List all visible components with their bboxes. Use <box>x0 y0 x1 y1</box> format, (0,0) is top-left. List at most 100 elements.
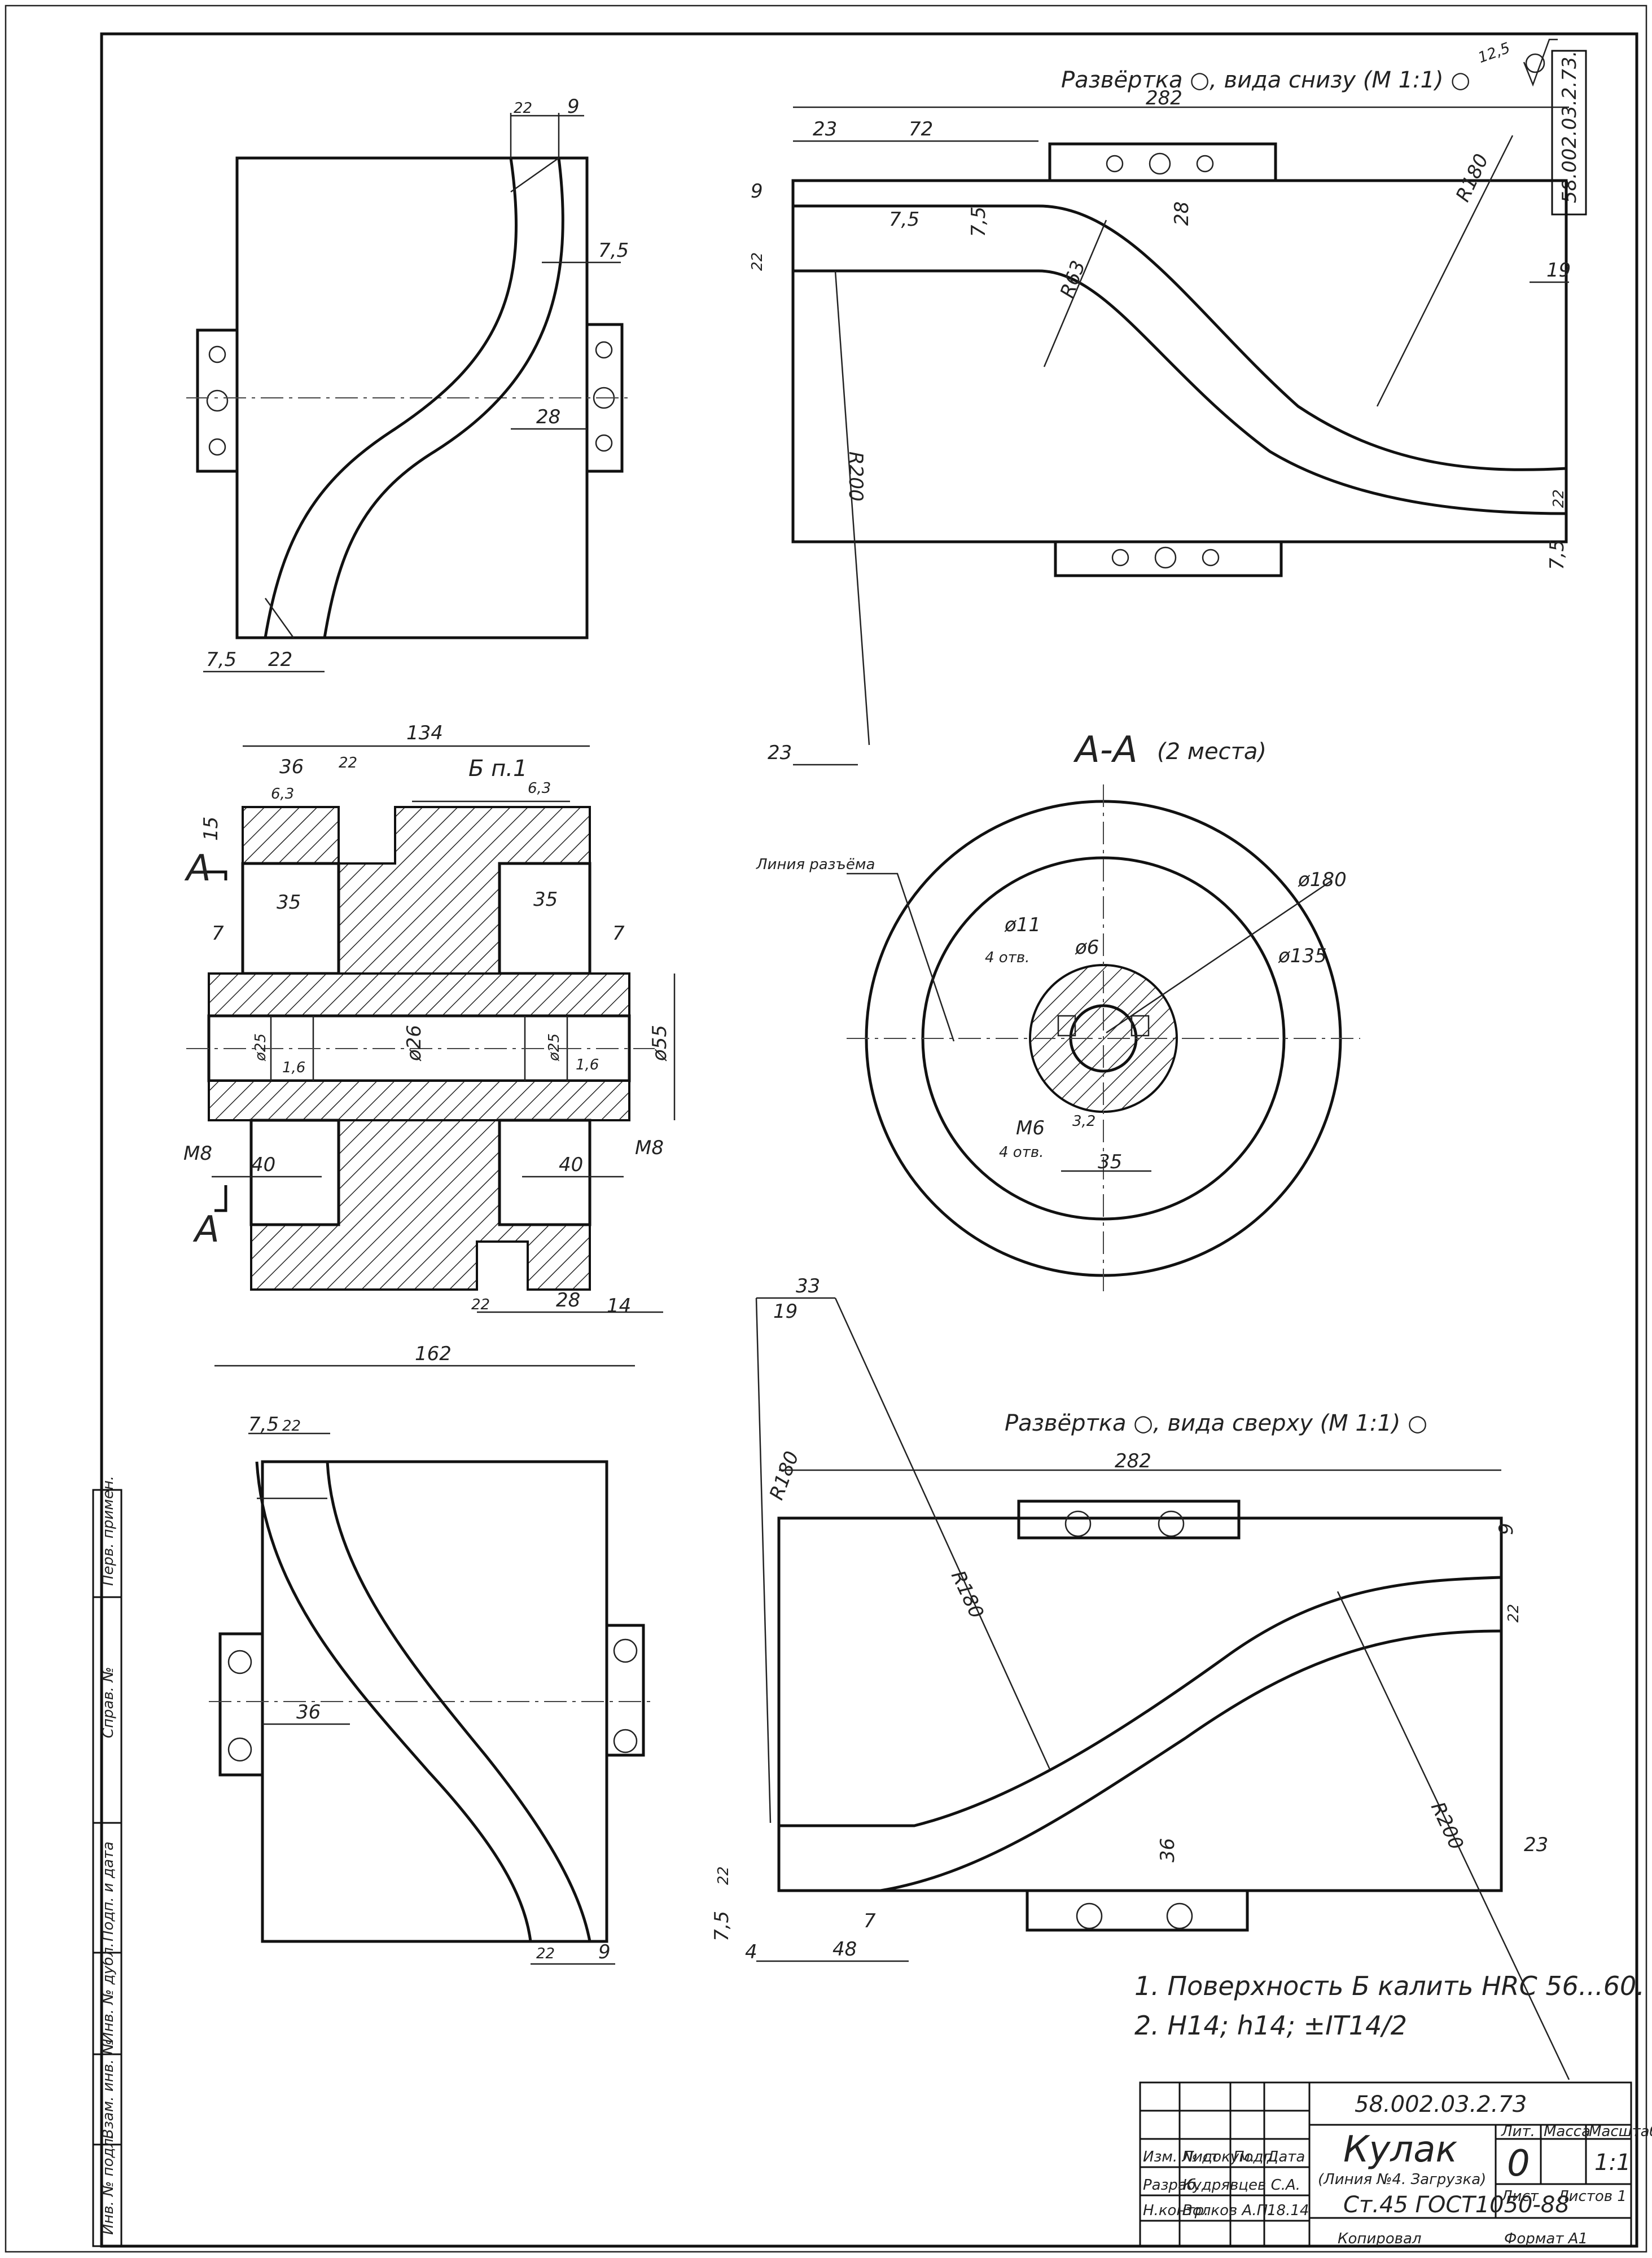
dim-15: 15 <box>200 817 222 841</box>
dim-282-bottom: 282 <box>1115 1450 1151 1472</box>
dim-4: 4 <box>745 1941 757 1963</box>
tb-scale: 1:1 <box>1594 2150 1631 2176</box>
title-name: Кулак <box>1343 2129 1457 2171</box>
tb-razrab: Разраб. <box>1143 2177 1200 2194</box>
dim-9-b-bottom: 9 <box>598 1941 611 1963</box>
tb-sheet: Лист <box>1501 2188 1539 2205</box>
dim-phi11: ø11 <box>1004 914 1041 936</box>
dim-28-unfold: 28 <box>1171 201 1193 226</box>
dim-9-right-b: 9 <box>1495 1523 1518 1535</box>
dim-33: 33 <box>796 1275 820 1297</box>
dim-134: 134 <box>406 722 443 744</box>
dim-19-right: 19 <box>1546 259 1571 282</box>
dim-7-5-b-top: 7,5 <box>248 1413 279 1436</box>
tb-doc: № докум. <box>1181 2149 1255 2165</box>
dim-6-3-a: 6,3 <box>271 786 294 803</box>
dim-22-bottom: 22 <box>268 648 292 671</box>
dim-22-right-b: 22 <box>1505 1604 1522 1623</box>
dim-phi55: ø55 <box>648 1025 671 1062</box>
tb-sign: Подп. <box>1233 2149 1278 2165</box>
tb-copied: Копировал <box>1338 2230 1422 2247</box>
unfold-bottom-title: Развёртка ○, вида снизу (М 1:1) ○ <box>1061 67 1470 93</box>
tb-nkontr-name: Волков А.П. <box>1182 2202 1272 2219</box>
number-box-text: 58.002.03.2.73. <box>1558 51 1581 203</box>
dim-35-right: 35 <box>533 888 558 911</box>
title-material: Ст.45 ГОСТ1050-88 <box>1343 2192 1570 2218</box>
dim-40-right: 40 <box>559 1154 583 1176</box>
dim-r63: R63 <box>1056 258 1090 301</box>
dim-22-b-top: 22 <box>282 1418 301 1435</box>
dim-m8-left: M8 <box>183 1142 212 1165</box>
dim-22-right: 22 <box>1550 489 1567 508</box>
dim-40-left: 40 <box>251 1154 275 1176</box>
dim-m6: M6 <box>1016 1117 1045 1139</box>
dim-4-holes-a: 4 отв. <box>985 949 1029 966</box>
drawing-frame <box>100 32 1638 2248</box>
side-col-4: Взам. инв. № <box>100 2039 117 2139</box>
tb-col-scale: Масштаб <box>1589 2123 1652 2140</box>
dim-phi180: ø180 <box>1298 869 1347 891</box>
tb-izm: Изм. Лист <box>1143 2149 1220 2165</box>
technical-notes: 1. Поверхность Б калить HRC 56...60. 2. … <box>1134 1971 1645 2041</box>
dim-22-left: 22 <box>749 252 766 271</box>
section-aa: А-А (2 места) Линия разъёма ø180 ø135 ø1… <box>756 729 1360 1292</box>
side-col-6: Инв. № подл. <box>100 2134 117 2235</box>
parting-line-label: Линия разъёма <box>756 856 875 873</box>
dim-72: 72 <box>909 118 933 141</box>
tb-razrab-name: Кудрявцев С.А. <box>1182 2177 1300 2194</box>
dim-4-holes-b: 4 отв. <box>999 1144 1044 1161</box>
tb-date: Дата <box>1267 2149 1305 2165</box>
roughness-value: 12,5 <box>1476 40 1513 67</box>
dim-3-2: 3,2 <box>1072 1113 1096 1130</box>
title-number: 58.002.03.2.73 <box>1355 2092 1527 2117</box>
dim-162: 162 <box>415 1343 452 1365</box>
roughness-mark: 12,5 <box>1476 38 1558 87</box>
dim-6-3-b: 6,3 <box>528 780 551 797</box>
tb-stage: 0 <box>1507 2143 1530 2185</box>
dim-35-left: 35 <box>277 891 301 914</box>
dim-7-bottom: 7 <box>864 1910 876 1932</box>
dim-7-5-bottom: 7,5 <box>206 648 236 671</box>
tb-col-mass: Масса <box>1544 2123 1590 2140</box>
dim-22-left-b: 22 <box>715 1866 732 1885</box>
dim-36-unfold: 36 <box>1156 1838 1179 1862</box>
dim-phi25-right: ø25 <box>546 1033 563 1062</box>
dim-phi6: ø6 <box>1075 936 1099 959</box>
dim-14: 14 <box>607 1295 631 1317</box>
dim-7-5-right-b: 7,5 <box>1546 540 1568 570</box>
dim-r200-bottom: R200 <box>1426 1799 1468 1853</box>
dim-28-section: 28 <box>556 1289 580 1312</box>
cut-label-bottom: А <box>192 1209 220 1251</box>
dim-7-left: 7 <box>212 922 224 945</box>
note-2: 2. H14; h14; ±IT14/2 <box>1134 2010 1407 2041</box>
title-subtitle: (Линия №4. Загрузка) <box>1318 2171 1486 2188</box>
front-view-bottom: 7,5 22 36 22 9 <box>209 1413 655 1965</box>
tb-nkontr: Н.контр. <box>1143 2202 1208 2219</box>
unfold-top-title: Развёртка ○, вида сверху (М 1:1) ○ <box>1005 1410 1427 1436</box>
dim-36-section: 36 <box>279 756 304 778</box>
side-columns: Перв. примен. Справ. № Подп. и дата Инв.… <box>92 1476 122 2247</box>
dim-23-top: 23 <box>813 118 837 141</box>
tb-col-lit: Лит. <box>1501 2123 1535 2140</box>
dim-22-section: 22 <box>339 755 357 771</box>
dim-phi26: ø26 <box>403 1025 426 1062</box>
dim-7-5-right: 7,5 <box>598 239 629 262</box>
unfold-bottom-view: Развёртка ○, вида снизу (М 1:1) ○ 282 23… <box>749 67 1571 766</box>
title-block: Изм. Лист № докум. Подп. Дата Разраб. Ку… <box>1139 2081 1652 2247</box>
dim-9-top: 9 <box>567 95 580 118</box>
dim-282-top: 282 <box>1146 87 1182 109</box>
unfold-top-view: Развёртка ○, вида сверху (М 1:1) ○ 282 3… <box>711 1275 1570 2080</box>
side-col-2: Подп. и дата <box>100 1842 117 1941</box>
section-title: А-А <box>1073 729 1138 771</box>
dim-19-bottom: 19 <box>773 1300 797 1323</box>
dim-phi135: ø135 <box>1278 945 1327 967</box>
dim-35-section: 35 <box>1098 1151 1122 1173</box>
front-view-top: 22 9 7,5 28 7,5 22 <box>186 95 632 673</box>
side-col-1: Справ. № <box>100 1667 117 1738</box>
dim-1-6-a: 1,6 <box>282 1059 305 1076</box>
side-col-3: Инв. № дубл. <box>100 1943 117 2043</box>
dim-7-5-left-b: 7,5 <box>711 1911 733 1941</box>
dim-r180-bottom-a: R180 <box>765 1448 804 1503</box>
dim-22-section-bottom: 22 <box>471 1296 490 1313</box>
